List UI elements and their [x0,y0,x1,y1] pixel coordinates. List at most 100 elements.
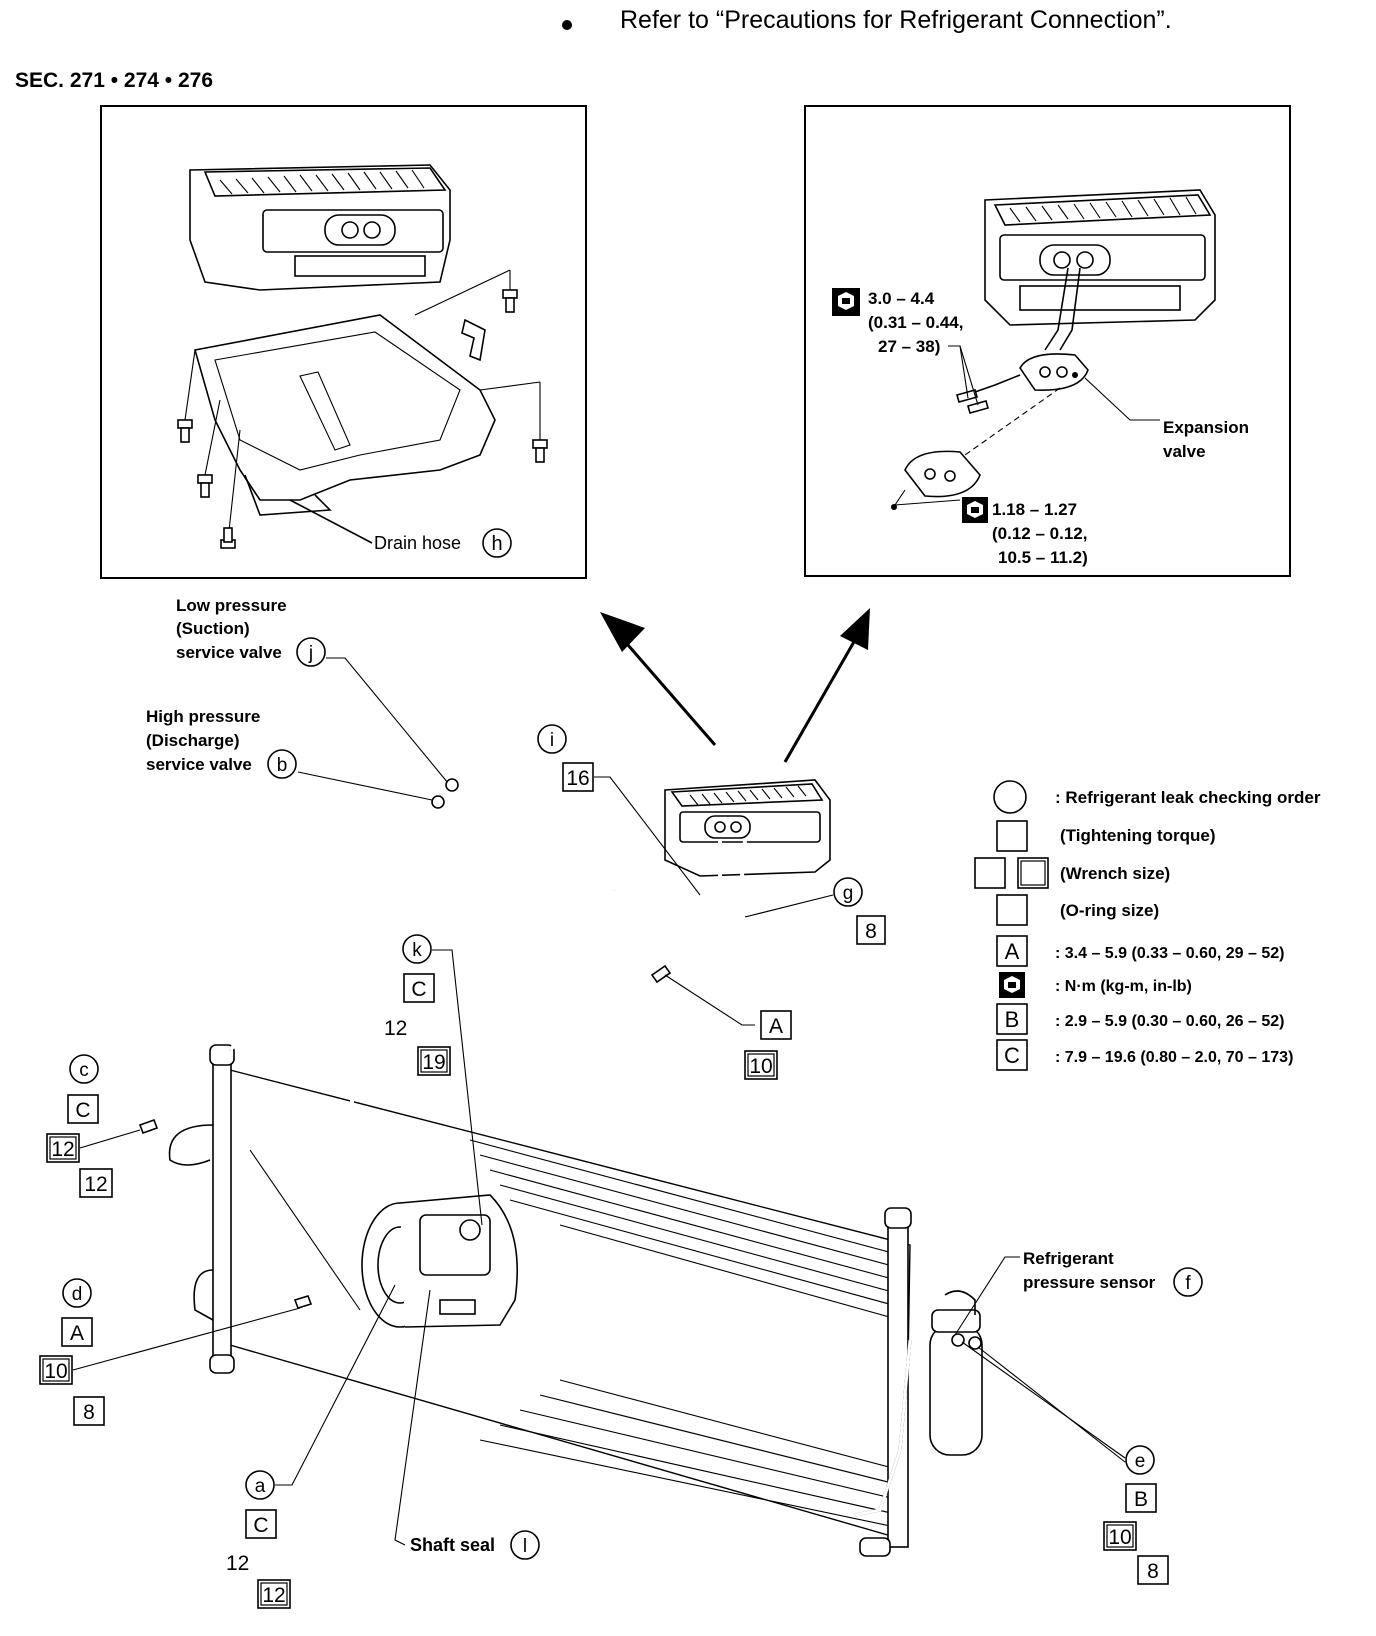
bolt-icon [293,1295,313,1309]
leak-order-letter-l: l [523,1536,527,1557]
legend-torque-box-icon [996,820,1028,852]
section-code: SEC. 271 • 274 • 276 [15,69,213,92]
legend-c-value: : 7.9 – 19.6 (0.80 – 2.0, 70 – 173) [1055,1049,1293,1066]
wrench-size-box [1103,1521,1137,1551]
legend-a-value: : 3.4 – 5.9 (0.33 – 0.60, 29 – 52) [1055,945,1285,962]
o-ring-size-value: 12 [262,1584,285,1607]
leak-order-circle-f [1173,1267,1203,1297]
bullet-icon [562,20,572,30]
leak-order-letter-i: i [550,730,554,751]
bolt-icon [177,419,193,443]
leak-order-circle-h [482,528,512,558]
bolt-icon [532,439,548,463]
o-ring-size-box [562,762,594,792]
clip-icon [461,318,486,362]
o-ring-size-box [79,1168,113,1198]
o-ring-size-box [1137,1555,1169,1585]
cooling-unit-drawing [664,779,831,877]
leak-order-circle-l [510,1530,540,1560]
wrench-size-value: 10 [44,1360,67,1383]
leak-order-letter-j: j [308,643,313,664]
wrench-size-box [46,1133,80,1163]
bolt-icon [220,527,236,549]
wrench-size-box [744,1050,778,1080]
o-ring-size-box [417,1046,451,1076]
torque2-line1: 1.18 – 1.27 [992,500,1077,519]
o-ring-size-box [257,1579,291,1609]
torque-code-value: B [1134,1488,1148,1511]
legend-b-value: : 2.9 – 5.9 (0.30 – 0.60, 26 – 52) [1055,1013,1285,1030]
leak-order-circle-e [1125,1445,1155,1475]
bolt-icon [956,389,989,414]
legend-wrench-box-icon [974,857,1006,889]
o-ring-size-value: 19 [422,1051,445,1074]
torque-code-box [245,1509,277,1539]
o-ring-size-value: 16 [566,767,589,790]
o-ring-size-box [856,915,886,945]
torque-code-value: C [411,978,426,1001]
leak-order-letter-h: h [491,533,502,555]
leak-order-circle-g [833,877,863,907]
o-ring-plate-drawing [904,450,981,498]
leak-order-letter-a: a [255,1476,266,1497]
leak-order-circle-i [537,724,567,754]
legend-unit: : N·m (kg-m, in-lb) [1055,978,1192,995]
wrench-size-value: 10 [1108,1526,1131,1549]
wrench-size-value: 12 [384,1017,407,1040]
o-ring-size-value: 8 [1147,1560,1159,1583]
torque2-line3: 10.5 – 11.2) [998,548,1088,567]
torque-code-value: C [253,1514,268,1537]
evaporator-unit-drawing [189,164,451,291]
leak-order-letter-f: f [1185,1273,1191,1294]
torque-spanner-icon [962,497,988,523]
torque1-line1: 3.0 – 4.4 [868,289,935,308]
torque-spanner-icon [832,288,860,316]
legend-b-key: B [1005,1007,1020,1032]
low-pressure-label-line2: (Suction) [176,619,250,638]
sensor-label-line2: pressure sensor [1023,1273,1156,1292]
leak-order-letter-d: d [72,1284,83,1305]
legend-oring-box-icon [996,894,1028,926]
receiver-drier-drawing [929,1290,983,1456]
expansion-valve-label-line2: valve [1163,442,1206,461]
bolt-icon [502,289,518,313]
legend-circle-icon [993,780,1027,814]
leak-order-letter-c: c [79,1060,89,1081]
service-valve-icon [431,795,445,809]
torque-code-box [760,1010,792,1040]
wrench-size-box [39,1355,73,1385]
legend-c-box [996,1039,1028,1071]
inset-left-frame: Drain hose h [100,105,587,579]
wrench-size-value: 10 [749,1055,772,1078]
leak-order-circle-b [267,749,297,779]
expansion-valve-label-line1: Expansion [1163,418,1249,437]
evaporator-unit-drawing [984,189,1216,326]
leak-order-circle-c [69,1054,99,1084]
o-ring-size-box [73,1396,105,1426]
leak-order-letter-k: k [412,940,422,961]
legend-b-box [996,1003,1028,1035]
inset-right-frame: 3.0 – 4.4 (0.31 – 0.44, 27 – 38) Expansi… [804,105,1291,577]
arrow-to-right-inset-icon [783,608,870,763]
torque-code-value: C [75,1099,90,1122]
legend: : Refrigerant leak checking order (Tight… [974,780,1321,1071]
leak-order-circle-a [245,1470,275,1500]
high-pressure-label-line3: service valve [146,755,252,774]
torque-code-value: A [70,1322,84,1345]
shaft-seal-label: Shaft seal [410,1535,495,1555]
service-valve-icon [445,778,459,792]
arrow-to-left-inset-icon [600,612,717,746]
compressor-drawing [361,1194,518,1328]
torque-code-value: A [769,1015,783,1038]
bolt-icon [138,1118,159,1135]
wrench-size-value: 12 [226,1552,249,1575]
sensor-label-line1: Refrigerant [1023,1249,1114,1268]
legend-leak-order: : Refrigerant leak checking order [1055,788,1321,807]
legend-a-key: A [1005,939,1020,964]
bolt-icon [197,474,213,498]
leak-order-circle-k [402,934,432,964]
o-ring-size-value: 8 [83,1401,95,1424]
legend-oring: (O-ring size) [1060,901,1159,920]
leak-order-circle-j [296,637,326,667]
